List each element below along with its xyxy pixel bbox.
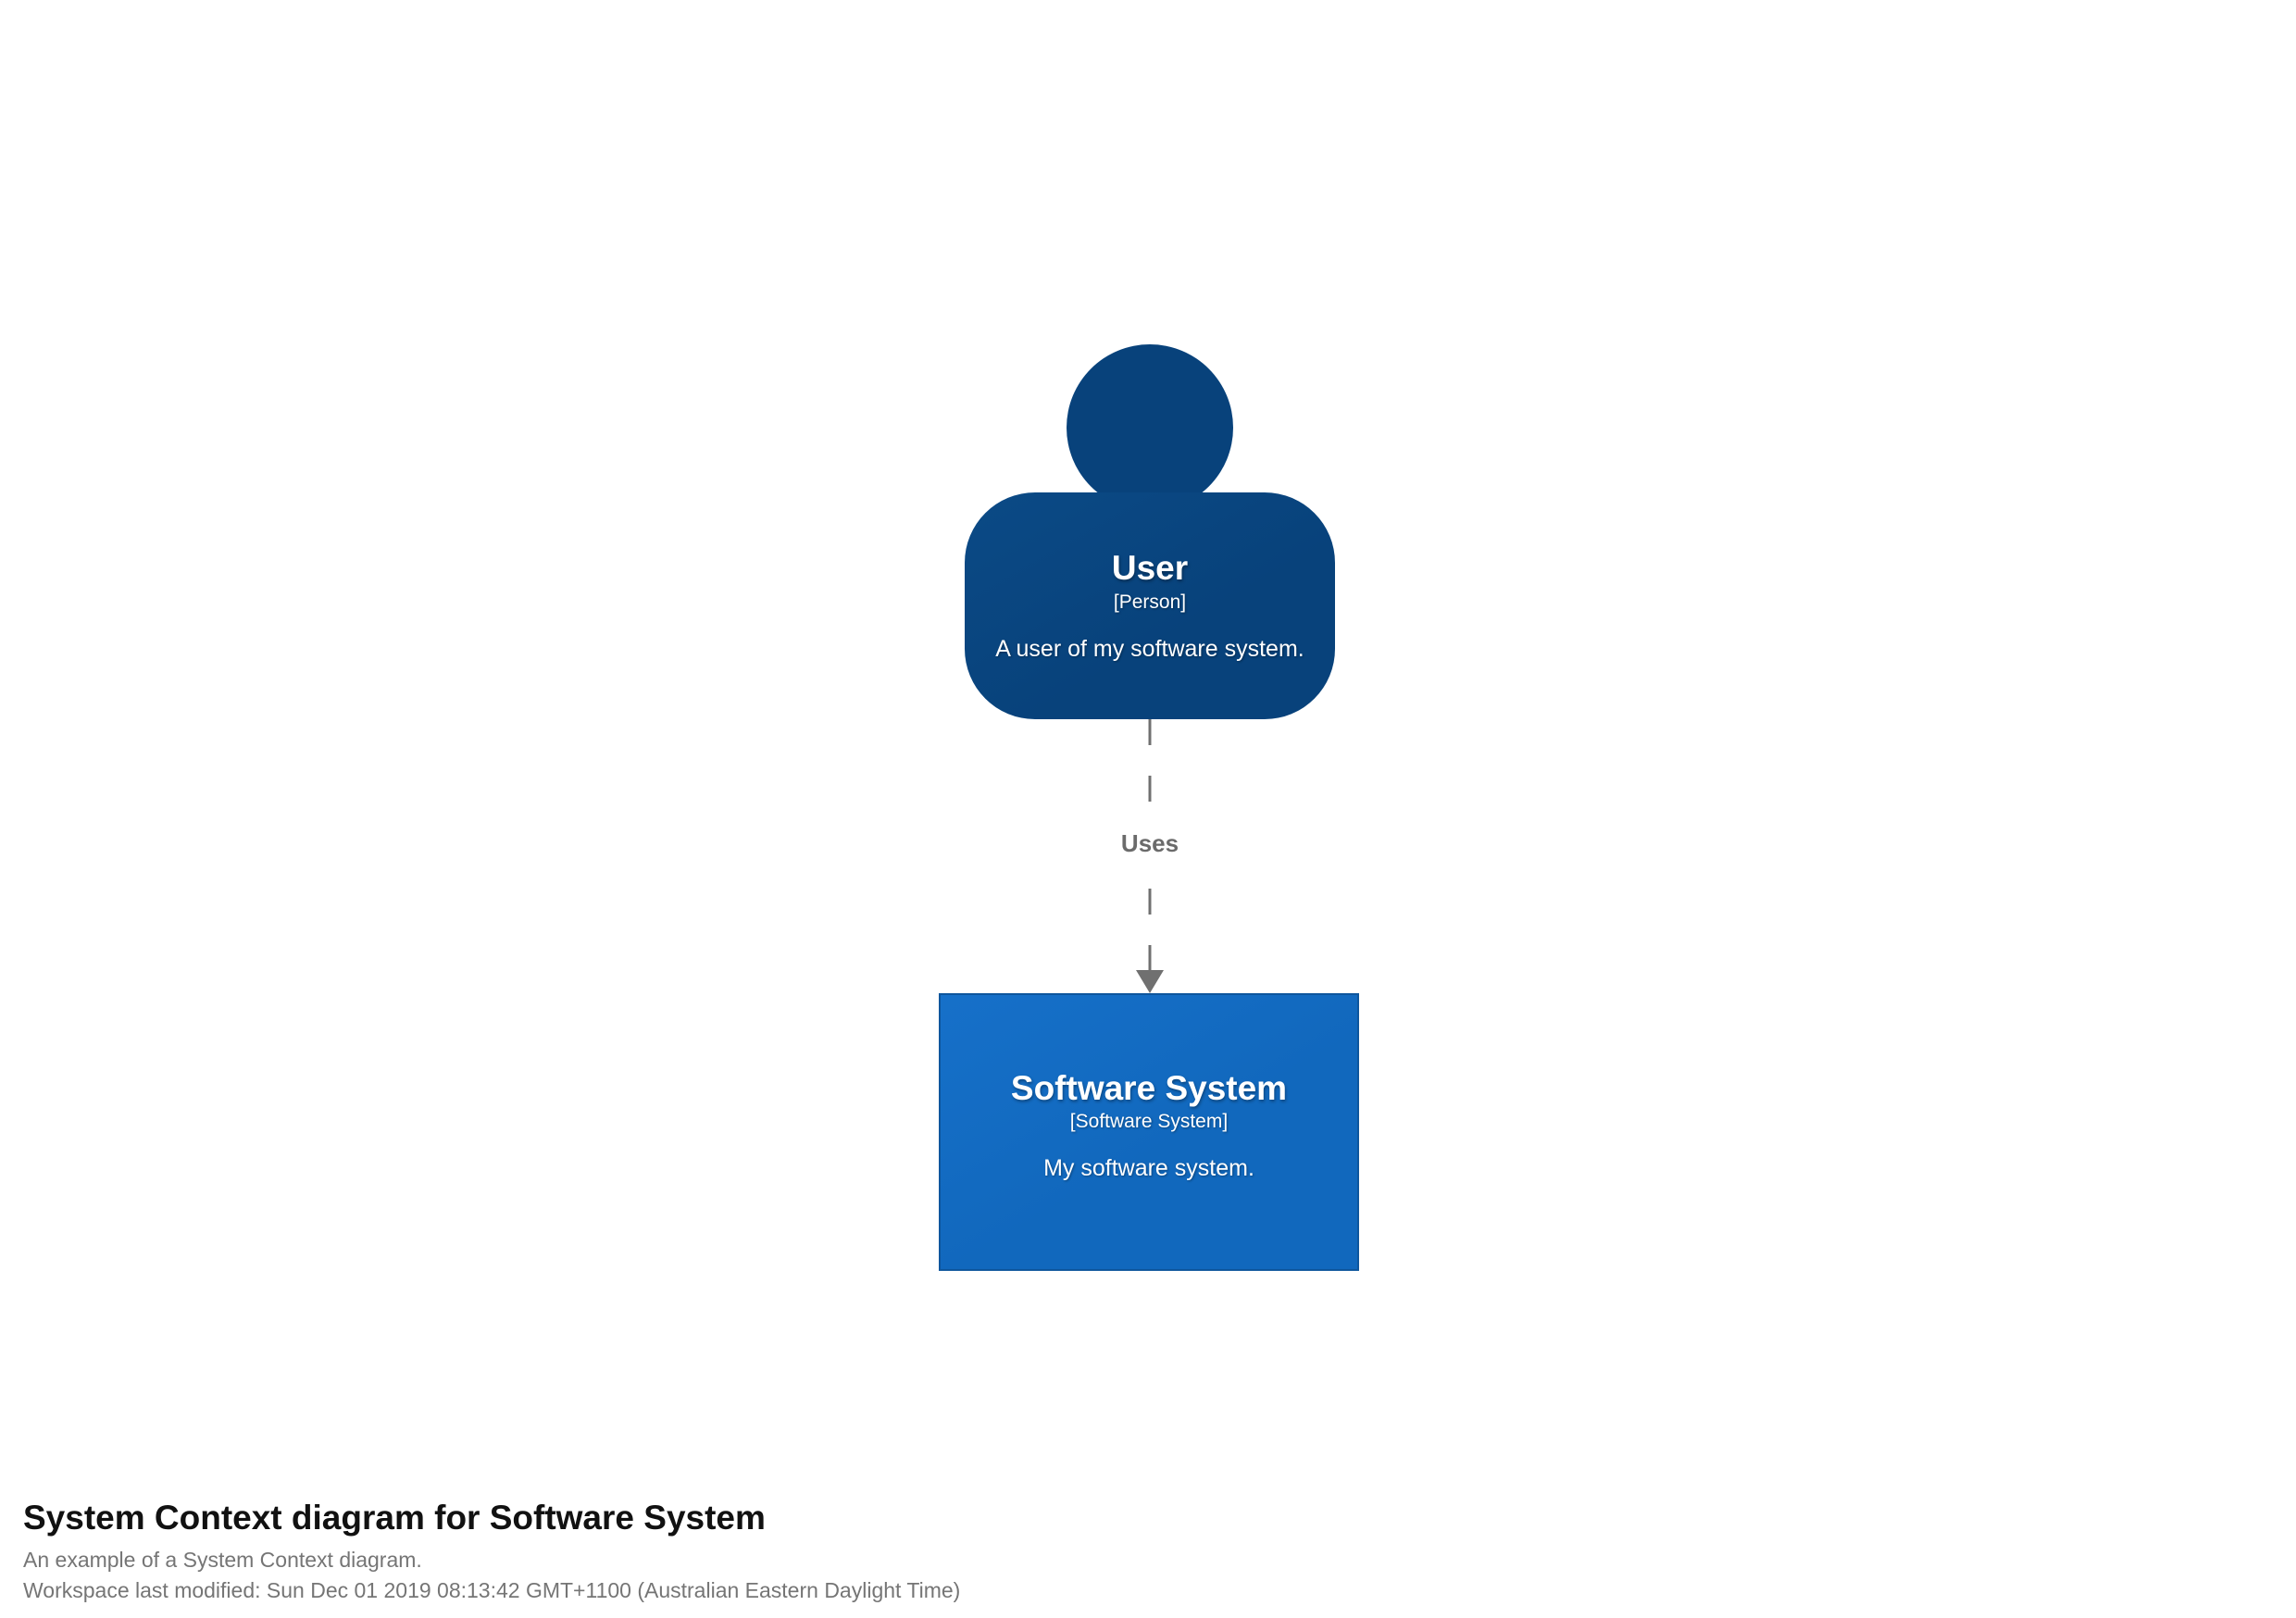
- diagram-footer: System Context diagram for Software Syst…: [23, 1498, 960, 1604]
- diagram-subtitle: An example of a System Context diagram.: [23, 1548, 422, 1573]
- person-meta-tag: [Person]: [1113, 591, 1187, 613]
- person-name: User: [1111, 549, 1189, 588]
- software-system-name: Software System: [1010, 1068, 1288, 1107]
- arrowhead-icon: [1136, 970, 1164, 993]
- software-system-element[interactable]: Software System [Software System] My sof…: [939, 993, 1359, 1271]
- person-body-shape: User [Person] A user of my software syst…: [965, 492, 1335, 719]
- person-icon: [1067, 344, 1233, 511]
- diagram-title: System Context diagram for Software Syst…: [23, 1499, 766, 1537]
- software-system-meta-tag: [Software System]: [1069, 1111, 1229, 1133]
- software-system-description: My software system.: [1043, 1155, 1254, 1182]
- relationship-label[interactable]: Uses: [1111, 828, 1189, 860]
- person-description: A user of my software system.: [995, 635, 1304, 662]
- workspace-last-modified: Workspace last modified: Sun Dec 01 2019…: [23, 1578, 961, 1603]
